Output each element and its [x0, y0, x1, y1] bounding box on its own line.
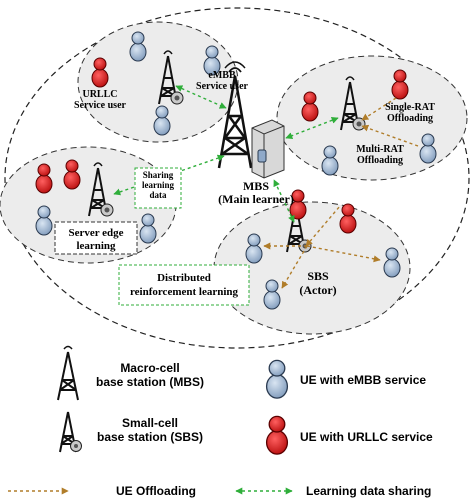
embb-user-icon: [245, 233, 263, 264]
urllc-user-icon: [391, 69, 409, 100]
offloading-arrows: [263, 97, 419, 289]
legend-embb-label: UE with eMBB service: [300, 373, 426, 387]
embb-user-icon: [321, 145, 339, 176]
single-rat-label: Single-RAT: [385, 102, 435, 113]
urllc-service-user-label: URLLC: [82, 89, 117, 100]
macro-cell-boundary: [4, 7, 470, 349]
legend-urllc-label: UE with URLLC service: [300, 430, 433, 444]
legend-sharing-label: Learning data sharing: [306, 484, 431, 498]
legend-small-label: Small-cell: [122, 416, 178, 430]
sharing-learning-data-label: Sharing: [143, 170, 174, 180]
legend-urllc-user-icon: [265, 415, 289, 455]
sharing-arrows: [113, 85, 339, 223]
mbs-label: MBS: [243, 179, 269, 193]
legend-macro-tower-icon: [57, 345, 79, 401]
embb-user-icon: [263, 279, 281, 310]
svg-text:MBS(Main learner): MBS(Main learner): [218, 179, 294, 206]
embb-user-icon: [139, 213, 157, 244]
embb-user-icon: [383, 247, 401, 278]
server-edge-learning-label: Server edge: [68, 227, 123, 239]
distributed-rl-label: Distributed: [157, 272, 211, 284]
legend-small-tower-icon: [59, 411, 82, 453]
mbs-tower-icon: [217, 61, 253, 169]
embb-user-icon: [129, 31, 147, 62]
svg-text:SBS(Actor): SBS(Actor): [299, 269, 336, 297]
embb-user-icon: [153, 105, 171, 136]
server-icon: [251, 119, 285, 179]
legend-macro-label: Macro-cell: [120, 361, 179, 375]
urllc-user-icon: [35, 163, 53, 194]
embb-user-icon: [35, 205, 53, 236]
cell-top-left: [77, 21, 239, 143]
multi-rat-label: Multi-RAT: [356, 144, 404, 155]
embb-user-icon: [419, 133, 437, 164]
urllc-user-icon: [91, 57, 109, 88]
sbs-label: SBS: [307, 269, 329, 283]
urllc-user-icon: [301, 91, 319, 122]
urllc-user-icon: [339, 203, 357, 234]
legend-embb-user-icon: [265, 359, 289, 399]
cell-bottom-right: [213, 201, 411, 335]
embb-service-user-label: eMBB: [208, 70, 236, 81]
distributed-rl-box: [118, 264, 250, 306]
legend-offloading-label: UE Offloading: [116, 484, 196, 498]
urllc-user-icon: [63, 159, 81, 190]
server-edge-learning-box: [54, 221, 138, 255]
sharing-learning-data-box: [134, 167, 182, 209]
